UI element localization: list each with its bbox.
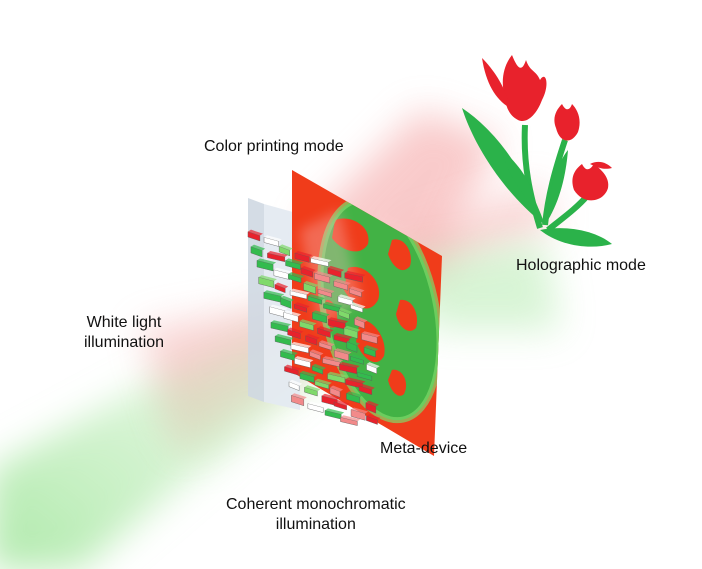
nanopillar-top [334,399,350,406]
nanopillar-top [346,339,360,346]
nanopillar-top [350,354,367,361]
nanopillar-top [309,349,324,356]
nanopillar [250,246,263,258]
nanopillar-top [365,400,379,407]
nanopillar-top [340,415,361,422]
nanopillar-top [294,302,310,309]
nanopillar-top [280,349,298,356]
nanopillar [294,252,310,263]
nanopillar-top [307,401,327,408]
tulip-bouquet-icon [462,55,612,247]
nanopillar [263,236,279,247]
white-light-label: White light illumination [84,313,164,353]
nanopillar-top [364,345,379,352]
nanopillar [267,252,286,263]
nanopillar-top [318,287,335,294]
nanopillar-top [301,265,316,272]
nanopillar-top [287,327,304,334]
nanopillar-top [288,272,305,279]
holographic-mode-label: Holographic mode [516,257,646,274]
nanopillar-top [327,265,345,272]
nanopillar-top [305,333,320,340]
nanopillar-top [333,278,351,285]
nanopillar-top [247,229,263,236]
nanopillar-top [337,294,356,301]
nanopillar-top [322,356,344,363]
nanopillar-top [330,385,344,392]
nanopillar-top [290,288,310,295]
nanopillar-top [323,301,343,308]
nanopillar-array [247,229,381,426]
nanopillar-top [269,304,288,311]
coherent-illumination-label: Coherent monochromatic illumination [226,495,406,535]
nanopillar-top [270,320,292,327]
nanopillar-top [258,275,277,282]
nanopillar-top [307,294,325,301]
nanopillar-top [351,407,369,414]
nanopillar-top [361,331,381,338]
nanopillar-top [339,361,360,368]
nanopillar [247,231,261,242]
nanopillar-top [366,414,381,421]
nanopillar-top [344,270,366,277]
nanopillar-top [256,258,277,265]
nanopillar-top [354,316,368,323]
nanopillar-top [274,282,289,289]
color-printing-mode-label: Color printing mode [204,138,344,155]
nanopillar-top [358,383,375,390]
nanopillar-top [303,281,319,288]
nanopillar-top [263,290,285,297]
nanopillar-top [327,371,348,378]
nanopillar-top [310,256,332,263]
nanopillar-top [284,364,302,371]
nanopillar-top [314,378,332,385]
nanopillar [278,246,290,257]
nanopillar-top [338,308,353,315]
nanopillar-top [280,295,295,302]
nanopillar-top [317,326,334,333]
nanopillar-top [294,251,313,258]
nanopillar-top [349,286,365,293]
nanopillar-top [346,391,363,398]
nanopillar-top [289,379,303,386]
nanopillar-top [328,317,349,324]
nanopillar-top [350,302,366,309]
meta-device-label: Meta-device [380,440,468,457]
nanopillar-top [273,267,293,274]
nanopillar-top [304,385,321,392]
nanopillar-top [319,340,335,347]
nanopillar-top [294,356,314,363]
white-light-label-line2: illumination [84,334,165,351]
nanopillar-top [299,370,318,377]
nanopillar-top [283,310,302,317]
coherent-label-line1: Coherent monochromatic [226,496,406,513]
nanopillar-top [291,393,307,400]
nanopillar-top [366,362,380,369]
nanopillar-top [334,348,352,355]
coherent-label-line2: illumination [275,516,356,533]
nanopillar-top [285,258,304,265]
nanopillar-top [267,251,288,258]
substrate-panel [248,198,264,402]
white-light-label-line1: White light [86,314,162,331]
nanopillar-top [314,271,333,278]
nanopillar-top [275,334,294,341]
nanopillar-top [290,341,312,348]
nanopillar-top [321,393,341,400]
nanopillar-top [357,370,375,377]
nanopillar-top [345,377,366,384]
nanopillar-top [299,319,317,326]
nanopillar-top [250,244,266,251]
nanopillar-top [312,310,330,317]
nanopillar-top [333,332,353,339]
nanopillar-top [279,244,293,251]
nanopillar-top [264,235,282,242]
nanopillar-top [324,408,345,415]
nanopillar-top [312,363,326,370]
nanopillar-top [343,325,361,332]
